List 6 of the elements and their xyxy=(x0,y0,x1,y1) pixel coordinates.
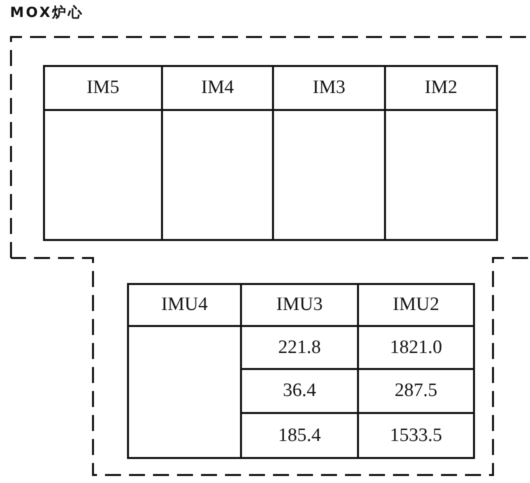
header-cell: IM2 xyxy=(384,65,498,111)
data-cell: 1533.5 xyxy=(357,412,475,459)
region-title: MOX炉心 xyxy=(10,4,84,22)
header-cell: IMU2 xyxy=(357,283,475,327)
header-cell: IMU4 xyxy=(127,283,242,327)
header-cell: IM5 xyxy=(43,65,163,111)
